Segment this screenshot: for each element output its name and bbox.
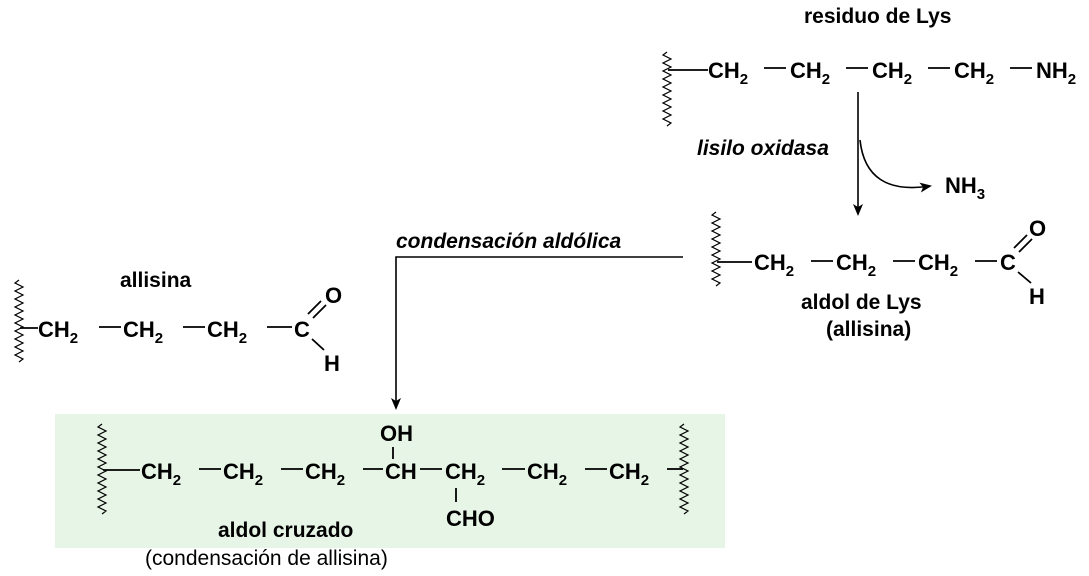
aldol-lys-oxygen: O [1029,216,1046,241]
product-hydroxyl: OH [380,421,413,446]
bond [1013,234,1028,249]
wavy-bond-product-right [678,423,690,515]
aldol-lys-carbonyl-carbon: C [1000,250,1016,275]
allisina-group-2: CH2 [123,317,163,347]
aldol-lys-label: aldol de Lys [801,291,922,314]
allisina-group-3: CH2 [207,317,247,347]
bond [311,338,325,351]
product-highlight-box [55,414,725,548]
allisina-carbonyl-carbon: C [294,317,310,342]
bond [312,304,327,319]
bond [1018,238,1033,253]
product-group-7: CH2 [609,459,649,489]
wavy-bond-aldol-lys [710,211,722,287]
bond [1017,271,1032,284]
lys-group-1: CH2 [708,58,748,88]
ammonia-byproduct: NH3 [945,173,985,203]
aldol-lys-group-2: CH2 [836,250,876,280]
product-group-3: CH2 [305,459,345,489]
product-group-2: CH2 [223,459,263,489]
product-group-6: CH2 [527,459,567,489]
product-group-4-ch: CH [385,459,417,484]
wavy-bond-product-left [96,423,108,515]
allisina-group-1: CH2 [38,317,78,347]
lys-group-4: CH2 [954,58,994,88]
aldol-lys-label-2: (allisina) [826,318,911,341]
aldol-lys-hydrogen: H [1029,284,1045,309]
product-label: aldol cruzado [218,519,353,542]
allisina-hydrogen: H [324,351,340,376]
nh3-release-arrow [859,139,932,193]
product-group-5: CH2 [445,459,485,489]
lys-residue-label: residuo de Lys [804,5,951,28]
product-label-2: (condensación de allisina) [145,547,388,570]
allisina-oxygen: O [325,283,342,308]
condensation-arrow [391,256,683,410]
allisina-label: allisina [120,269,192,292]
aldol-lys-group-3: CH2 [918,250,958,280]
condensation-label: condensación aldólica [396,230,622,253]
product-aldehyde: CHO [446,506,495,531]
lys-group-amine: NH2 [1036,58,1076,88]
wavy-bond-allisina [13,279,25,363]
product-group-1: CH2 [141,459,181,489]
lys-group-3: CH2 [872,58,912,88]
aldol-lys-group-1: CH2 [754,250,794,280]
lys-group-2: CH2 [790,58,830,88]
enzyme-label: lisilo oxidasa [697,137,829,160]
wavy-bond-lys-residue [661,51,673,127]
bond [307,300,322,315]
